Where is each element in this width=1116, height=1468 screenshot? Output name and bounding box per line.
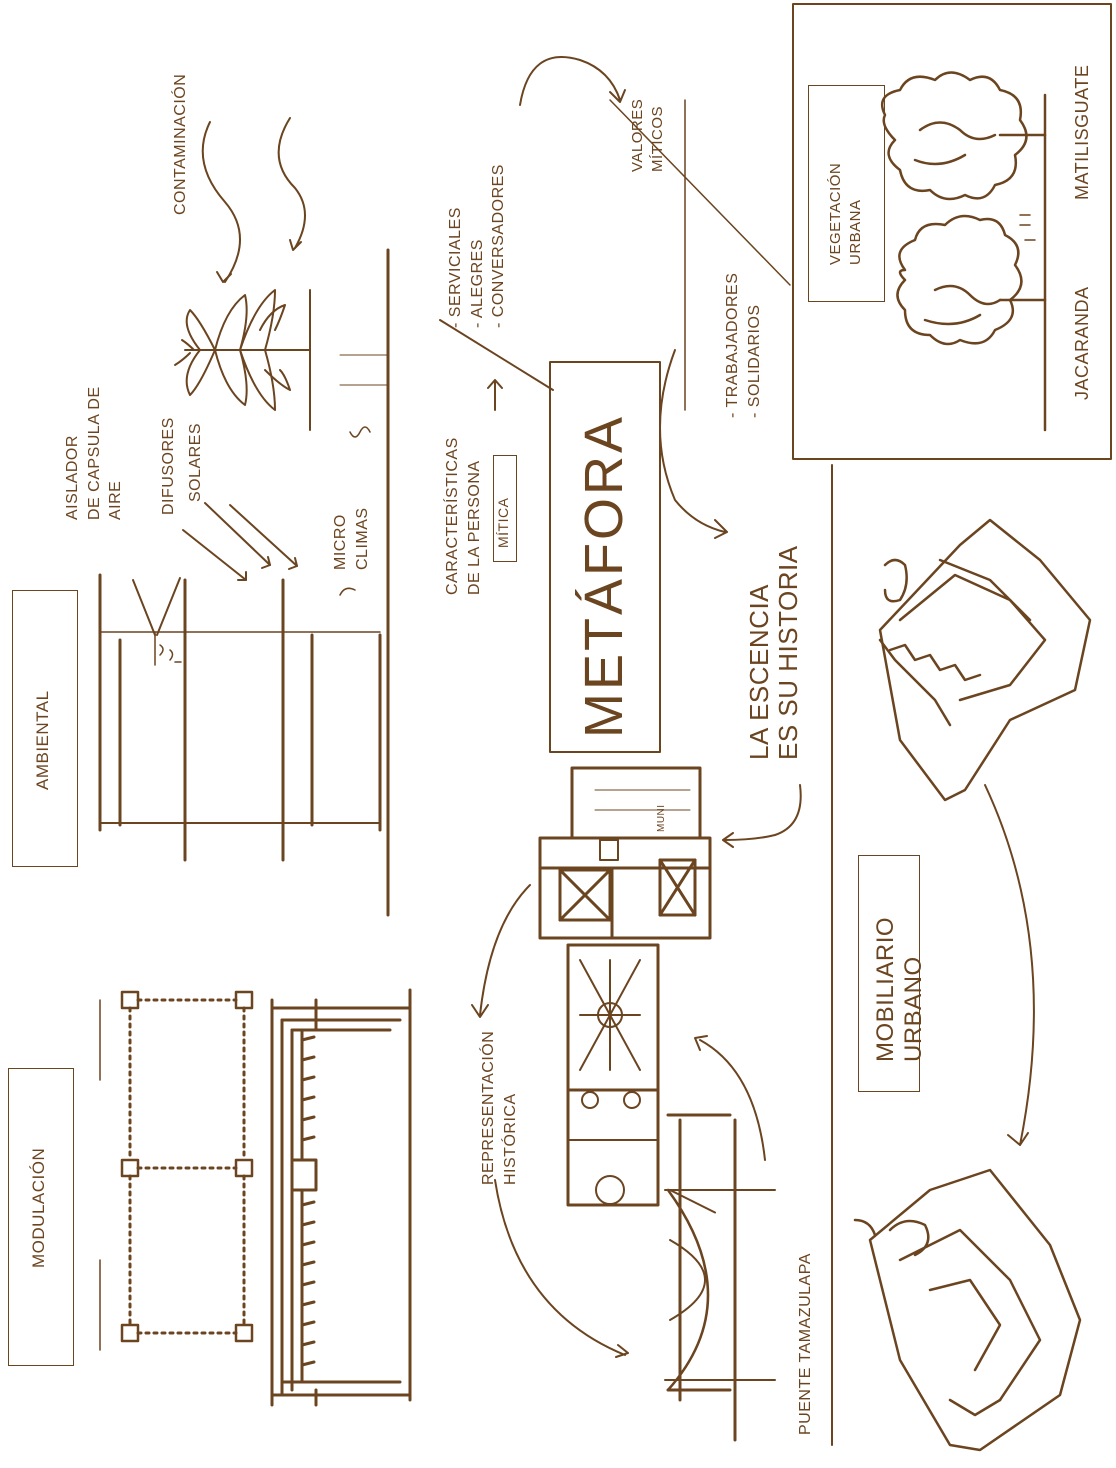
difusores-label: DIFUSORES bbox=[158, 417, 180, 515]
municipal-building bbox=[540, 768, 710, 1205]
historica-line: HISTÓRICA bbox=[500, 1031, 522, 1185]
modulacion-section bbox=[272, 990, 410, 1405]
mobiliario-line: MOBILIARIO bbox=[872, 917, 900, 1062]
urbano-line: URBANO bbox=[900, 917, 928, 1062]
puente-tamazulapa bbox=[665, 1115, 775, 1440]
contaminacion-arrows bbox=[203, 118, 305, 282]
rasgos-list: - SERVICIALES - ALEGRES - CONVERSADORES bbox=[445, 164, 510, 328]
trabajadores-list: - TRABAJADORES - SOLIDARIOS bbox=[722, 273, 765, 418]
metafora-title: METÁFORA bbox=[568, 414, 641, 738]
aislador-label: AISLADOR DE CAPSULA DE AIRE bbox=[62, 386, 127, 520]
puente-label: PUENTE TAMAZULAPA bbox=[795, 1253, 817, 1435]
mobiliario-label: MOBILIARIO URBANO bbox=[872, 917, 927, 1062]
modulacion-label: MODULACIÓN bbox=[28, 1148, 51, 1268]
mobiliario-sketch-2 bbox=[855, 1170, 1080, 1450]
la-escencia-label: LA ESCENCIA ES SU HISTORIA bbox=[745, 545, 802, 760]
trabajadores-item: - TRABAJADORES bbox=[722, 273, 744, 418]
aislador-line-1: AISLADOR bbox=[62, 386, 84, 520]
flow-arrows bbox=[440, 57, 1034, 1357]
mobiliario-sketch-1 bbox=[880, 520, 1090, 800]
matilisguate-label: MATILISGUATE bbox=[1070, 65, 1094, 200]
micro-climas-label: MICRO CLIMAS bbox=[330, 507, 373, 570]
difusores-arrows bbox=[133, 503, 297, 635]
jacaranda-label: JACARANDA bbox=[1070, 286, 1094, 400]
la-escencia-line-1: LA ESCENCIA bbox=[745, 545, 774, 760]
solidarios-item: - SOLIDARIOS bbox=[744, 273, 766, 418]
miticos-line: MÍTICOS bbox=[648, 99, 668, 172]
vegetacion-urbana-label: VEGETACIÓN URBANA bbox=[826, 163, 867, 265]
valores-miticos-label: VALORES MÍTICOS bbox=[628, 99, 669, 172]
la-escencia-line-2: ES SU HISTORIA bbox=[774, 545, 803, 760]
vegetacion-trees bbox=[882, 73, 1045, 431]
ambiental-label: AMBIENTAL bbox=[32, 690, 55, 790]
contaminacion-label: CONTAMINACIÓN bbox=[170, 74, 192, 215]
rasgo-serviciales: - SERVICIALES bbox=[445, 164, 467, 328]
ambiental-tree bbox=[175, 290, 310, 430]
caracteristicas-line-1: CARACTERÍSTICAS bbox=[442, 437, 464, 595]
urbana-line: URBANA bbox=[846, 163, 866, 265]
solares-label: SOLARES bbox=[185, 423, 207, 502]
caracteristicas-line-2: DE LA PERSONA bbox=[464, 437, 486, 595]
vegetacion-line: VEGETACIÓN bbox=[826, 163, 846, 265]
micro-line: MICRO bbox=[330, 507, 352, 570]
rasgo-conversadores: - CONVERSADORES bbox=[488, 164, 510, 328]
climas-line: CLIMAS bbox=[352, 507, 374, 570]
modulacion-plan bbox=[100, 992, 252, 1350]
mitica-label: MÍTICA bbox=[494, 498, 513, 548]
representacion-label: REPRESENTACIÓN HISTÓRICA bbox=[478, 1031, 521, 1185]
representacion-line: REPRESENTACIÓN bbox=[478, 1031, 500, 1185]
aislador-line-2: DE CAPSULA DE bbox=[84, 386, 106, 520]
valores-line: VALORES bbox=[628, 99, 648, 172]
aislador-line-3: AIRE bbox=[105, 386, 127, 520]
rasgo-alegres: - ALEGRES bbox=[467, 164, 489, 328]
muni-label: MUNI bbox=[655, 804, 669, 832]
caracteristicas-label: CARACTERÍSTICAS DE LA PERSONA bbox=[442, 437, 485, 595]
